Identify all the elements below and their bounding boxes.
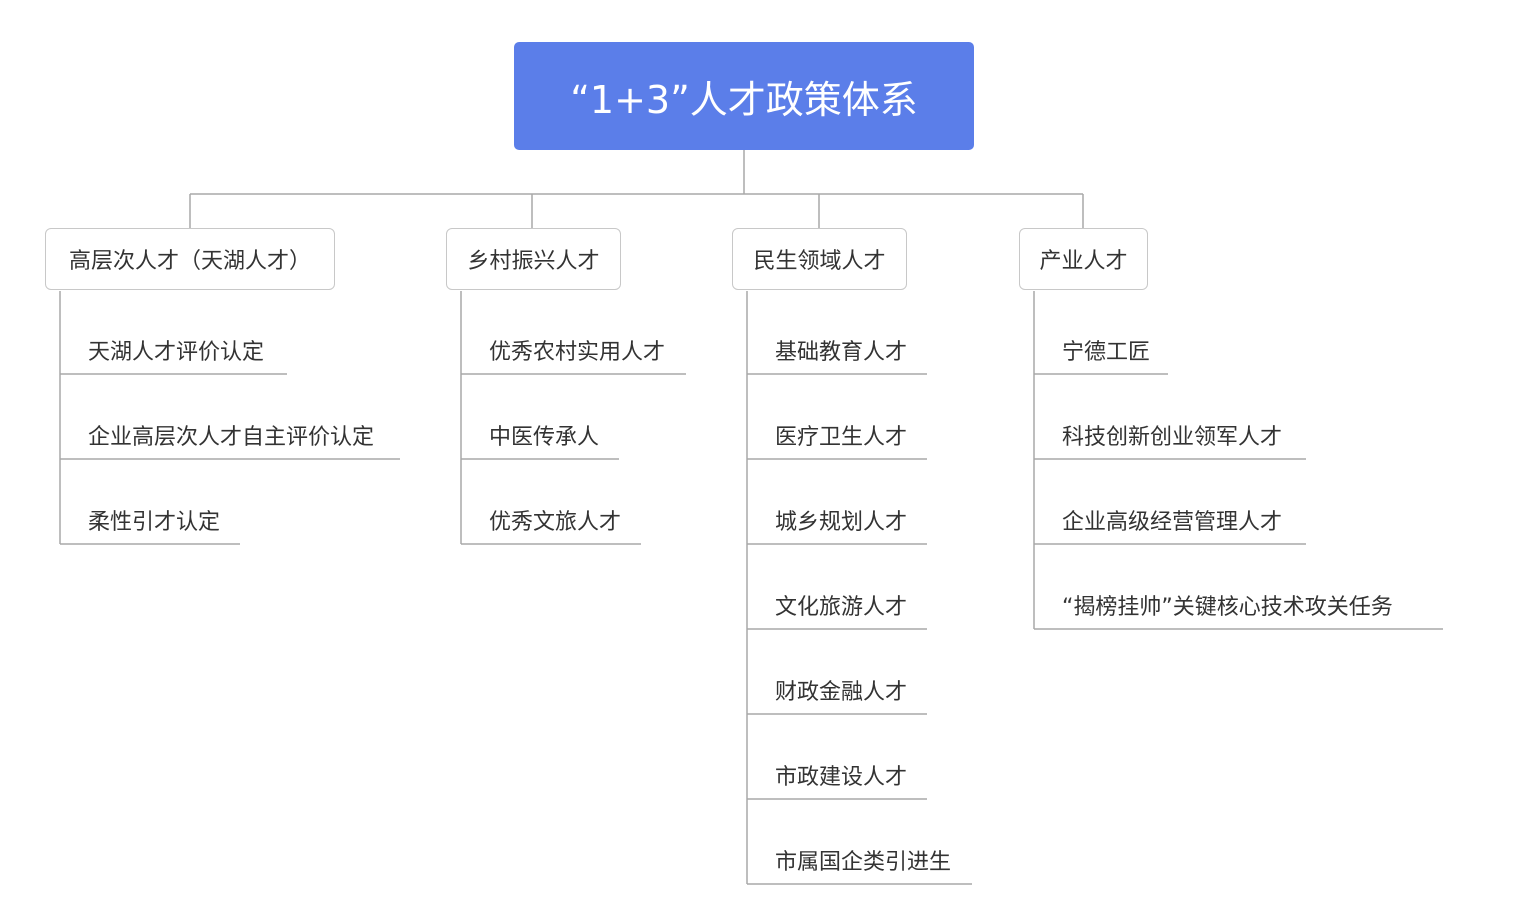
leaf-label: 企业高级经营管理人才 [1062, 510, 1283, 535]
leaf-node[interactable]: 文化旅游人才 [775, 591, 907, 623]
leaf-node[interactable]: 财政金融人才 [775, 676, 907, 708]
branch-label: 高层次人才（天湖人才） [68, 249, 311, 274]
leaf-node[interactable]: 中医传承人 [489, 421, 599, 453]
leaf-node[interactable]: 科技创新创业领军人才 [1062, 421, 1282, 453]
leaf-label: 优秀文旅人才 [489, 510, 622, 535]
leaf-label: 市属国企类引进生 [775, 850, 952, 875]
leaf-node[interactable]: 城乡规划人才 [775, 506, 907, 538]
leaf-label: 柔性引才认定 [88, 510, 221, 535]
leaf-label: 宁德工匠 [1062, 340, 1151, 365]
leaf-label: 科技创新创业领军人才 [1062, 425, 1283, 450]
leaf-node[interactable]: 企业高层次人才自主评价认定 [88, 421, 374, 453]
branch-node-rural-revitalization[interactable]: 乡村振兴人才 [446, 228, 621, 290]
leaf-node[interactable]: 宁德工匠 [1062, 336, 1150, 368]
leaf-label: 中医传承人 [489, 425, 600, 450]
leaf-label: 医疗卫生人才 [775, 425, 908, 450]
branch-node-industry[interactable]: 产业人才 [1019, 228, 1148, 290]
leaf-node[interactable]: 企业高级经营管理人才 [1062, 506, 1282, 538]
leaf-label: “揭榜挂帅”关键核心技术攻关任务 [1062, 595, 1393, 620]
leaf-label: 城乡规划人才 [775, 510, 908, 535]
branch-node-livelihood[interactable]: 民生领域人才 [732, 228, 907, 290]
leaf-label: 文化旅游人才 [775, 595, 908, 620]
leaf-label: 企业高层次人才自主评价认定 [88, 425, 375, 450]
leaf-label: 财政金融人才 [775, 680, 908, 705]
leaf-node[interactable]: 天湖人才评价认定 [88, 336, 264, 368]
branch-label: 乡村振兴人才 [467, 249, 600, 274]
leaf-label: 市政建设人才 [775, 765, 908, 790]
leaf-label: 基础教育人才 [775, 340, 908, 365]
branch-label: 民生领域人才 [753, 249, 886, 274]
leaf-node[interactable]: 医疗卫生人才 [775, 421, 907, 453]
leaf-node[interactable]: 优秀农村实用人才 [489, 336, 665, 368]
root-label: “1+3”人才政策体系 [570, 77, 918, 122]
branch-label: 产业人才 [1039, 249, 1128, 274]
leaf-node[interactable]: 基础教育人才 [775, 336, 907, 368]
leaf-label: 天湖人才评价认定 [88, 340, 265, 365]
leaf-node[interactable]: 市政建设人才 [775, 761, 907, 793]
branch-node-high-level-talent[interactable]: 高层次人才（天湖人才） [45, 228, 335, 290]
leaf-node[interactable]: 柔性引才认定 [88, 506, 220, 538]
leaf-node[interactable]: “揭榜挂帅”关键核心技术攻关任务 [1062, 591, 1393, 623]
leaf-label: 优秀农村实用人才 [489, 340, 666, 365]
leaf-node[interactable]: 市属国企类引进生 [775, 846, 951, 878]
leaf-node[interactable]: 优秀文旅人才 [489, 506, 621, 538]
root-node[interactable]: “1+3”人才政策体系 [514, 42, 974, 150]
